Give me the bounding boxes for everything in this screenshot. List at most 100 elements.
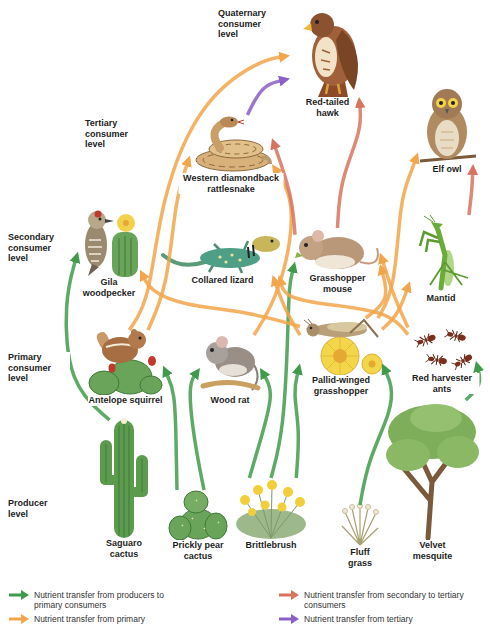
organism: Pallid-winged grasshopper [300,318,382,375]
legend-text: Nutrient transfer from producers to prim… [34,590,189,610]
organism-name: Collared lizard [190,275,254,286]
owl-illustration [435,120,459,156]
legend-arrow-head [21,614,29,624]
organism-caption: Mantid [426,293,457,304]
saguaro-illustration [121,418,127,424]
nutrient-arrow [166,373,177,490]
squirrel-illustration [109,364,116,373]
legend-arrow-shaft [279,594,292,597]
organism: Wood rat [200,335,260,395]
mesquite-illustration [386,439,430,471]
owl-illustration [439,101,443,105]
organism-caption: Fluff grass [340,547,380,568]
legend-arrow-swatch [278,590,300,600]
mantid-illustration [438,230,445,288]
organism: Prickly pear cactus [168,490,228,540]
rattlesnake-illustration [262,158,270,164]
brittlebrush-illustration [245,485,300,538]
nutrient-arrow [295,371,298,478]
squirrel-illustration [128,331,146,349]
mantid-illustration [420,232,440,252]
legend-arrow-swatch [8,614,30,624]
rattlesnake-illustration [231,119,234,122]
woodpecker-illustration [88,240,102,261]
fluff-grass-illustration [342,506,378,545]
organism: Brittlebrush [235,478,307,540]
nutrient-arrow [378,160,416,318]
organism-name: Antelope squirrel [87,395,163,406]
squirrel-illustration [89,329,162,395]
organism-name: Brittlebrush [244,540,297,551]
organism-caption: Grasshopper mouse [307,273,369,294]
level-label: Producer level [8,498,70,519]
mantid-illustration [424,215,435,222]
hawk-illustration [303,13,358,97]
legend-arrow-head [291,590,299,600]
lizard-illustration [238,258,241,261]
level-label: Quaternary consumer level [218,8,280,40]
organism-name: Velvet mesquite [408,540,458,561]
grasshopper-illustration [310,327,313,330]
woodpecker-illustration [117,214,135,232]
organism-caption: Antelope squirrel [87,395,163,406]
legend-text: Nutrient transfer from primary [34,614,145,624]
grasshopper-illustration [350,320,378,337]
owl-illustration [440,132,454,148]
organism-name: Saguaro cactus [99,538,149,559]
grasshopper-illustration [304,319,382,375]
legend-text: Nutrient transfer from secondary to tert… [304,590,464,610]
brittlebrush-illustration [283,487,293,497]
ants-illustration [444,328,467,343]
grasshopper-illustration [321,337,359,375]
organism-caption: Collared lizard [190,275,254,286]
organism-caption: Pallid-winged grasshopper [306,375,376,396]
nutrient-arrow [338,105,361,228]
owl-illustration [448,98,458,108]
woodrat-illustration [203,336,258,390]
organism-name: Pallid-winged grasshopper [306,375,376,396]
organism: Red-tailed hawk [290,5,365,97]
saguaro-illustration [100,418,148,538]
squirrel-illustration [139,337,142,340]
woodpecker-illustration [105,219,114,223]
organism-caption: Red harvester ants [405,373,480,394]
organism: Elf owl [418,88,476,164]
mantid-illustration [430,262,468,285]
brittlebrush-illustration [278,503,287,512]
woodrat-illustration [216,336,228,348]
organism-caption: Red-tailed hawk [300,97,355,118]
organism-caption: Brittlebrush [244,540,297,551]
owl-illustration [436,98,446,108]
grasshopper-illustration [333,349,347,363]
organism: Saguaro cactus [100,420,148,538]
organism: Collared lizard [160,220,285,275]
fluff-grass-illustration [342,504,379,546]
owl-illustration [432,89,462,119]
organism-caption: Elf owl [432,164,463,175]
rattlesnake-illustration [196,117,270,172]
legend-arrow-head [291,614,299,624]
brittlebrush-illustration [253,485,263,495]
legend-item: Nutrient transfer from secondary to tert… [278,590,464,610]
squirrel-illustration [140,376,162,394]
grasshopper-illustration [307,324,320,337]
hawk-illustration [310,13,334,37]
ants-illustration [414,328,474,371]
mesquite-illustration [410,404,462,432]
grasshopper-illustration [362,354,382,374]
owl-illustration [427,105,467,159]
legend-text: Nutrient transfer from tertiary [304,614,413,624]
prickly-pear-illustration [182,500,219,529]
woodrat-illustration [203,382,258,388]
brittlebrush-illustration [240,495,250,505]
lizard-illustration [163,236,280,273]
organism-caption: Gila woodpecker [80,277,138,298]
fluff-grass-illustration [343,509,348,514]
prickly-pear-illustration [169,516,191,540]
organism-caption: Velvet mesquite [408,540,458,561]
nutrient-arrow [247,80,282,115]
hawk-illustration [321,50,330,70]
hawk-illustration [336,30,358,90]
legend-arrow-swatch [278,614,300,624]
legend-item: Nutrient transfer from primary [8,614,145,624]
